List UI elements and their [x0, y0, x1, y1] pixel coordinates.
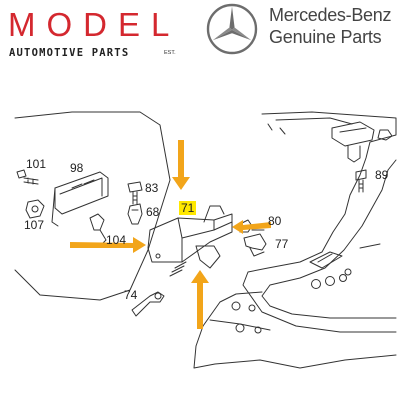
- clamp-77-lip: [249, 247, 265, 257]
- rail-hole: [235, 323, 245, 333]
- arrow-up-icon: [191, 270, 209, 329]
- rail-hole: [311, 279, 321, 289]
- model-logo-est: EST.: [164, 50, 176, 56]
- bracket-98-leg: [51, 187, 59, 227]
- callout-68: 68: [146, 205, 160, 219]
- clip-68: [127, 203, 143, 225]
- nut-107: [25, 199, 45, 219]
- body-panel-detail: [267, 123, 286, 135]
- rail-hole: [339, 274, 347, 282]
- rail-inner-line: [261, 159, 397, 319]
- parts-diagram-drawing: [14, 111, 397, 369]
- clip-104: [89, 213, 105, 231]
- top-bracket-detail: [339, 127, 367, 133]
- bolt-83-head: [127, 181, 143, 193]
- model-logo-subtitle: AUTOMOTIVE PARTS: [9, 47, 130, 59]
- body-panel-edge: [275, 117, 353, 125]
- callout-83: 83: [145, 181, 159, 195]
- part-71-tab: [203, 205, 225, 223]
- clamp-77: [243, 233, 267, 251]
- bolt-89-shank: [358, 179, 364, 193]
- part-71-edge: [177, 217, 183, 263]
- panel-crease: [359, 243, 381, 249]
- rail-hole: [248, 304, 256, 312]
- rail-hole: [344, 268, 352, 276]
- part-71-springs: [169, 261, 187, 277]
- arrow-right-icon: [70, 237, 146, 253]
- bolt-89-head: [355, 169, 367, 181]
- callout-104: 104: [106, 233, 127, 247]
- callout-98: 98: [70, 161, 84, 175]
- bracket-98: [54, 171, 109, 215]
- arrow-down-icon: [172, 140, 190, 190]
- rod-74-eye: [154, 292, 162, 300]
- model-automotive-logo: MODEL AUTOMOTIVE PARTS EST.: [8, 6, 183, 66]
- bolt-101-head: [16, 169, 27, 179]
- model-logo-word: MODEL: [8, 6, 181, 43]
- callout-89: 89: [375, 168, 389, 182]
- rod-74: [131, 291, 165, 317]
- callout-77: 77: [275, 237, 289, 251]
- bolt-101-shank: [23, 177, 39, 185]
- part-71-side-edge: [213, 221, 233, 231]
- rail-hole: [325, 276, 335, 286]
- rail-lower-line: [193, 291, 397, 369]
- part-71-mount: [195, 245, 221, 269]
- bracket-98-detail: [59, 177, 103, 197]
- parts-diagram: 101 98 83 68 107 104 71 80 77 74 89: [0, 100, 400, 400]
- arrow-left-icon: [232, 220, 271, 234]
- callout-74: 74: [124, 288, 138, 302]
- rail-slot: [309, 251, 343, 269]
- rail-hole: [254, 326, 262, 334]
- part-71-housing: [147, 213, 233, 263]
- rail-slot-inner: [317, 253, 333, 263]
- top-bracket-bolt: [347, 145, 361, 163]
- callout-107: 107: [24, 218, 45, 232]
- callout-71-highlighted: 71: [179, 201, 197, 215]
- wall-panel-outline: [14, 111, 171, 301]
- mercedes-brand-name: Mercedes-Benz: [269, 5, 392, 25]
- callout-101: 101: [26, 157, 47, 171]
- nut-107-hole: [31, 205, 39, 213]
- mercedes-genuine-parts: Genuine Parts: [269, 27, 382, 47]
- bracket-98-slots: [71, 179, 95, 189]
- part-71-hole: [155, 253, 161, 259]
- top-clip: [377, 129, 393, 141]
- part-71-top-edge: [181, 219, 215, 239]
- rail-hole: [231, 301, 241, 311]
- mercedes-star-icon: [206, 3, 258, 55]
- callout-80: 80: [268, 214, 282, 228]
- bolt-83-shank: [132, 191, 138, 205]
- top-bracket: [331, 121, 375, 147]
- body-panel-outline: [242, 111, 397, 333]
